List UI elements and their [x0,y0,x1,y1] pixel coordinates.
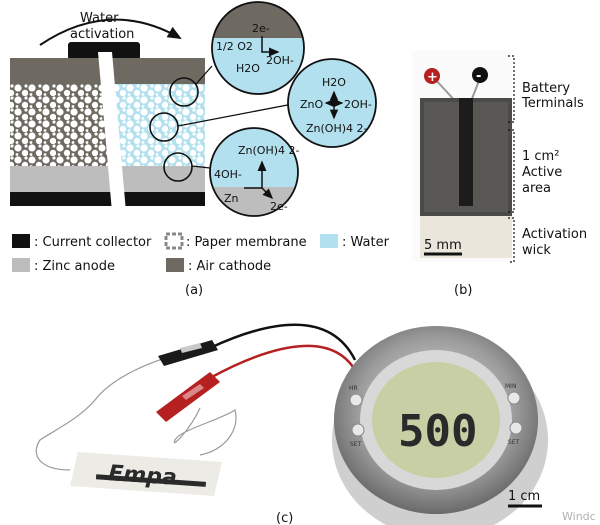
water-activation-label-2: activation [70,27,134,42]
clock-device: 500 HR SET MIN SET [332,326,548,525]
label-wick-2: wick [522,243,551,258]
terminal-plus [424,68,440,84]
panel-c: Empa 500 HR SET MIN SET 1 cm Windc (c) [35,323,596,525]
battery-layer-wet-bubbles [110,84,205,166]
lens-top [169,77,199,107]
legend-swatch-water [320,234,338,248]
legend-label-water: : Water [342,235,390,250]
scale-label-b: 5 mm [424,238,462,253]
legend-swatch-collector [12,234,30,248]
terminal-minus-sign: - [476,69,481,84]
mid-zno: ZnO [300,98,324,111]
zoom-water: H2O ZnO 2OH- Zn(OH)4 2- [287,58,377,148]
empa-battery-strip [95,474,207,487]
mid-water: H2O [322,76,346,89]
anode-zinc: Zn [224,192,239,205]
label-area-3: area [522,181,551,196]
clock-label-min: MIN [505,383,516,390]
terminal-plus-sign: + [427,70,438,85]
lens-line-bot [191,165,211,169]
clock-label-set-right: SET [508,439,520,446]
battery-photo-electrode [459,98,473,206]
legend-label-zinc: : Zinc anode [34,259,115,274]
anode-zincate: Zn(OH)4 2- [238,144,300,157]
battery-bottom-collector [10,192,205,206]
legend-label-cathode: : Air cathode [188,259,271,274]
caption-a: (a) [185,283,203,298]
label-terminals-2: Terminals [521,96,584,111]
bracket-wick [508,217,515,263]
label-area-2: Active [522,165,562,180]
lens-mid [149,112,179,142]
legend-swatch-zinc [12,258,30,272]
mid-zincate: Zn(OH)4 2- [306,122,368,135]
lens-line-mid [177,102,299,127]
corner-watermark: Windc [562,510,596,523]
empa-paper: Empa [70,452,222,496]
mid-hydroxide: 2OH- [344,98,372,111]
clock-display-value: 500 [398,406,477,457]
clock-button-hr [349,393,363,407]
label-terminals-1: Battery [522,81,570,96]
clock-display [372,362,500,478]
anode-hydroxide: 4OH- [214,168,242,181]
zoom-anode: Zn(OH)4 2- 4OH- Zn 2e- [209,127,300,217]
anode-electrons: 2e- [270,200,288,213]
empa-text: Empa [107,461,177,491]
scale-label-c: 1 cm [508,489,540,504]
legend-swatch-membrane [164,232,184,250]
battery-cap [68,42,140,60]
battery-cut [98,52,126,212]
thin-wire [35,349,237,471]
label-area-1: 1 cm² [522,149,559,164]
water-activation-arrow [39,18,182,46]
cathode-electrons: 2e- [252,22,270,35]
water-activation-label-1: Water [80,11,119,26]
panel-b: + - 5 mm Battery Terminals 1 cm² Active … [412,50,587,298]
terminal-minus [472,67,488,83]
legend-label-membrane: : Paper membrane [186,235,307,250]
battery-zinc-layer [10,166,205,192]
red-clip [156,372,220,422]
lens-bot [163,152,193,182]
battery-photo-wick [420,216,512,258]
label-wick-1: Activation [522,227,587,242]
panel-a: Water activation 2e- 1/2 O2 [10,1,390,298]
lens-line-top [195,65,213,85]
caption-b: (b) [454,283,472,298]
red-lead [209,344,362,381]
black-clip [158,340,218,366]
legend: : Current collector : Paper membrane : W… [12,232,390,274]
battery-layer-dry-bubbles [10,84,110,166]
cathode-water: H2O [236,62,260,75]
clock-button-set-left [351,423,365,437]
cathode-hydroxide: 2OH- [266,54,294,67]
black-lead [209,323,357,361]
cathode-oxygen: 1/2 O2 [216,40,253,53]
clock-label-set-left: SET [350,441,362,448]
clock-button-set-right [509,421,523,435]
clock-label-hr: HR [349,385,358,392]
clock-button-min [507,391,521,405]
legend-swatch-cathode [166,258,184,272]
caption-c: (c) [276,511,293,525]
legend-label-collector: : Current collector [34,235,152,250]
